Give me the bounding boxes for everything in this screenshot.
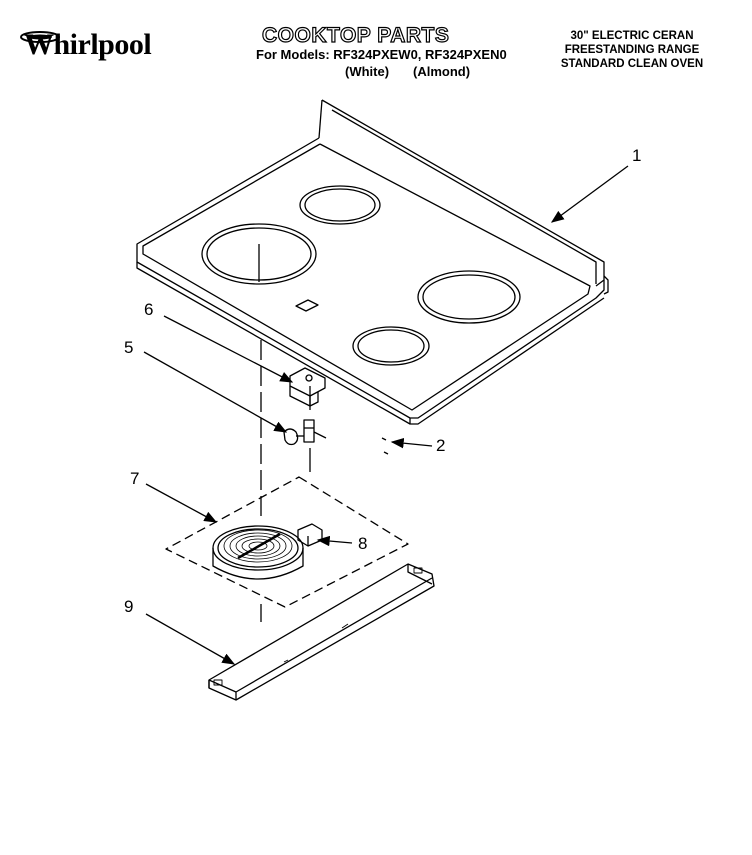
whirlpool-swoosh-icon [20,31,60,43]
dashed-insulation-outline [165,476,409,608]
leader-arrow-2 [390,437,433,449]
brand-logo: Whirlpool [24,28,152,61]
description-line: STANDARD CLEAN OVEN [560,58,704,70]
callout-5: 5 [124,338,134,357]
finish-white: (White) [345,64,390,79]
leader-arrow-1 [550,165,629,223]
bracket-part [289,367,326,407]
support-channel-part [208,563,435,701]
finish-almond: (Almond) [413,64,471,79]
page-title: COOKTOP PARTS [261,23,450,47]
callout-9: 9 [124,597,134,616]
description-line: 30" ELECTRIC CERAN [570,30,694,42]
indicator-light-part [283,419,327,446]
screw-part [381,437,389,455]
leader-arrow-6 [163,315,294,383]
callout-8: 8 [358,534,368,553]
surface-element-part [212,523,323,580]
callout-1: 1 [632,146,642,165]
callout-7: 7 [130,469,140,488]
callout-6: 6 [144,300,154,319]
leader-arrow-8 [316,535,353,547]
callout-2: 2 [436,436,446,455]
leader-arrow-7 [145,483,218,523]
leader-arrow-9 [145,613,236,665]
models-line: For Models: RF324PXEW0, RF324PXEN0 [256,47,507,62]
description-line: FREESTANDING RANGE [564,44,700,56]
cooktop-panel [136,99,609,425]
product-description: 30" ELECTRIC CERAN FREESTANDING RANGE ST… [542,29,722,71]
leader-arrow-5 [143,351,288,433]
